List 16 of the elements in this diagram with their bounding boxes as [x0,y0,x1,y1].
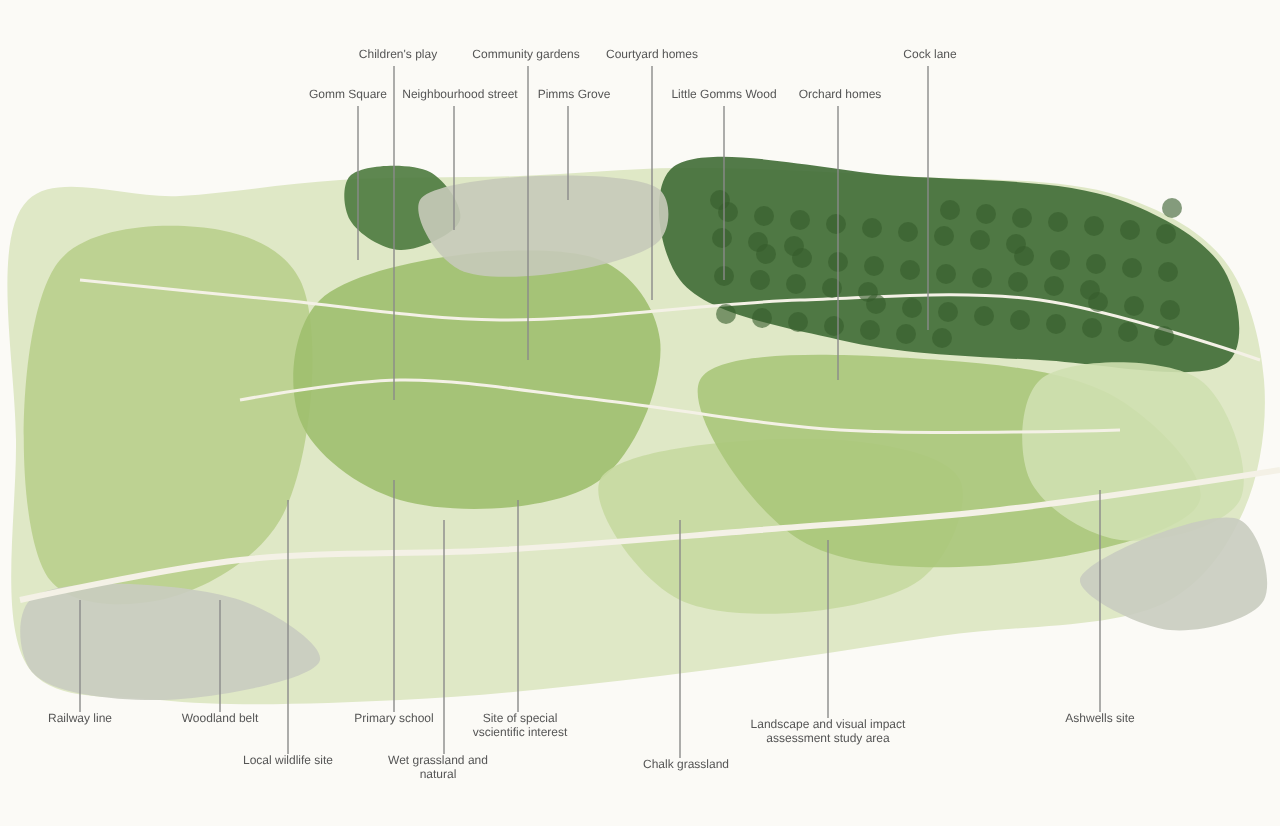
leader-line [443,519,445,755]
leader-line [837,105,839,381]
leader-line [357,105,359,261]
leader-line [1099,489,1101,713]
leader-line [287,499,289,755]
leader-line [927,65,929,331]
leader-line [723,105,725,281]
leader-line [567,105,569,201]
leader-line [393,65,395,401]
leader-line [679,519,681,759]
leader-line [453,105,455,231]
leader-line [827,539,829,719]
leader-line [651,65,653,301]
leader-line [517,499,519,713]
leader-line [527,65,529,361]
leader-line [393,479,395,713]
